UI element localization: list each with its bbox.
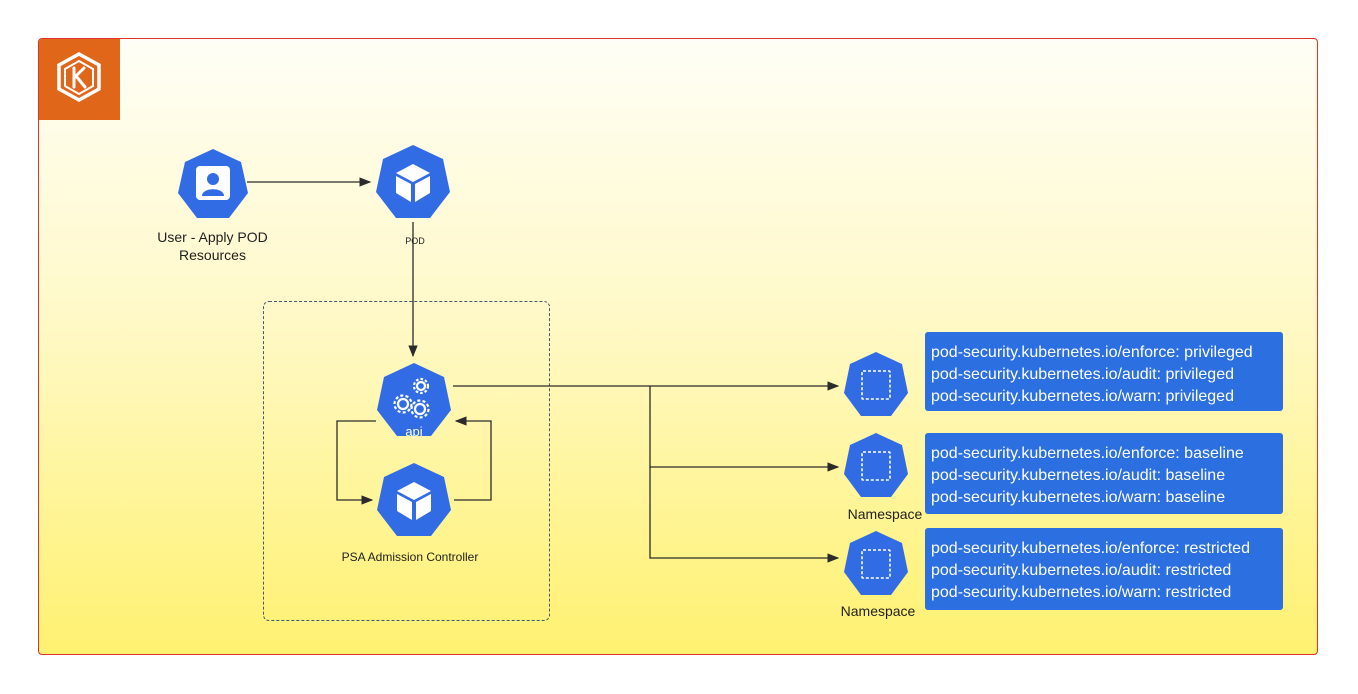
user-icon [196, 166, 230, 200]
api-label: api [405, 424, 423, 439]
psa-label: PSA Admission Controller [341, 550, 479, 564]
psa-node [377, 463, 451, 536]
pod-cube-icon [397, 482, 431, 520]
namespace-icon [861, 370, 891, 400]
policy-box-baseline: pod-security.kubernetes.io/enforce: base… [925, 433, 1283, 514]
policy-line-audit: pod-security.kubernetes.io/audit: privil… [931, 366, 1234, 383]
api-node [377, 363, 451, 436]
psa-group-boundary [263, 301, 550, 621]
namespace-icon [861, 451, 891, 481]
policy-line-enforce: pod-security.kubernetes.io/enforce: priv… [931, 344, 1253, 361]
namespace-label-restricted: Namespace [840, 603, 916, 619]
api-gears-icon [393, 377, 430, 419]
user-node [178, 149, 248, 218]
user-label: User - Apply POD Resources [157, 229, 268, 263]
policy-line-warn: pod-security.kubernetes.io/warn: privile… [931, 388, 1234, 405]
namespace-icon [861, 549, 891, 579]
pod-label: POD [405, 236, 425, 246]
policy-line-warn: pod-security.kubernetes.io/warn: restric… [931, 584, 1232, 601]
eks-logo-icon [39, 39, 120, 120]
policy-line-enforce: pod-security.kubernetes.io/enforce: base… [931, 445, 1244, 462]
namespace-label-baseline: Namespace [847, 506, 923, 522]
namespace-node-privileged [844, 352, 908, 416]
policy-line-audit: pod-security.kubernetes.io/audit: baseli… [931, 467, 1226, 484]
api-to-ns2-arrow [649, 386, 840, 472]
psa-to-api-loop [454, 416, 492, 501]
namespace-node-baseline [844, 433, 908, 497]
namespace-node-restricted [844, 531, 908, 595]
policy-box-restricted: pod-security.kubernetes.io/enforce: rest… [925, 528, 1283, 610]
api-to-psa-loop [336, 420, 376, 505]
pod-cube-icon [396, 164, 430, 202]
pod-node [376, 145, 450, 218]
policy-line-audit: pod-security.kubernetes.io/audit: restri… [931, 562, 1232, 579]
policy-line-warn: pod-security.kubernetes.io/warn: baselin… [931, 489, 1226, 506]
api-to-ns3-arrow [649, 467, 840, 563]
policy-line-enforce: pod-security.kubernetes.io/enforce: rest… [931, 540, 1250, 557]
policy-box-privileged: pod-security.kubernetes.io/enforce: priv… [925, 332, 1283, 411]
